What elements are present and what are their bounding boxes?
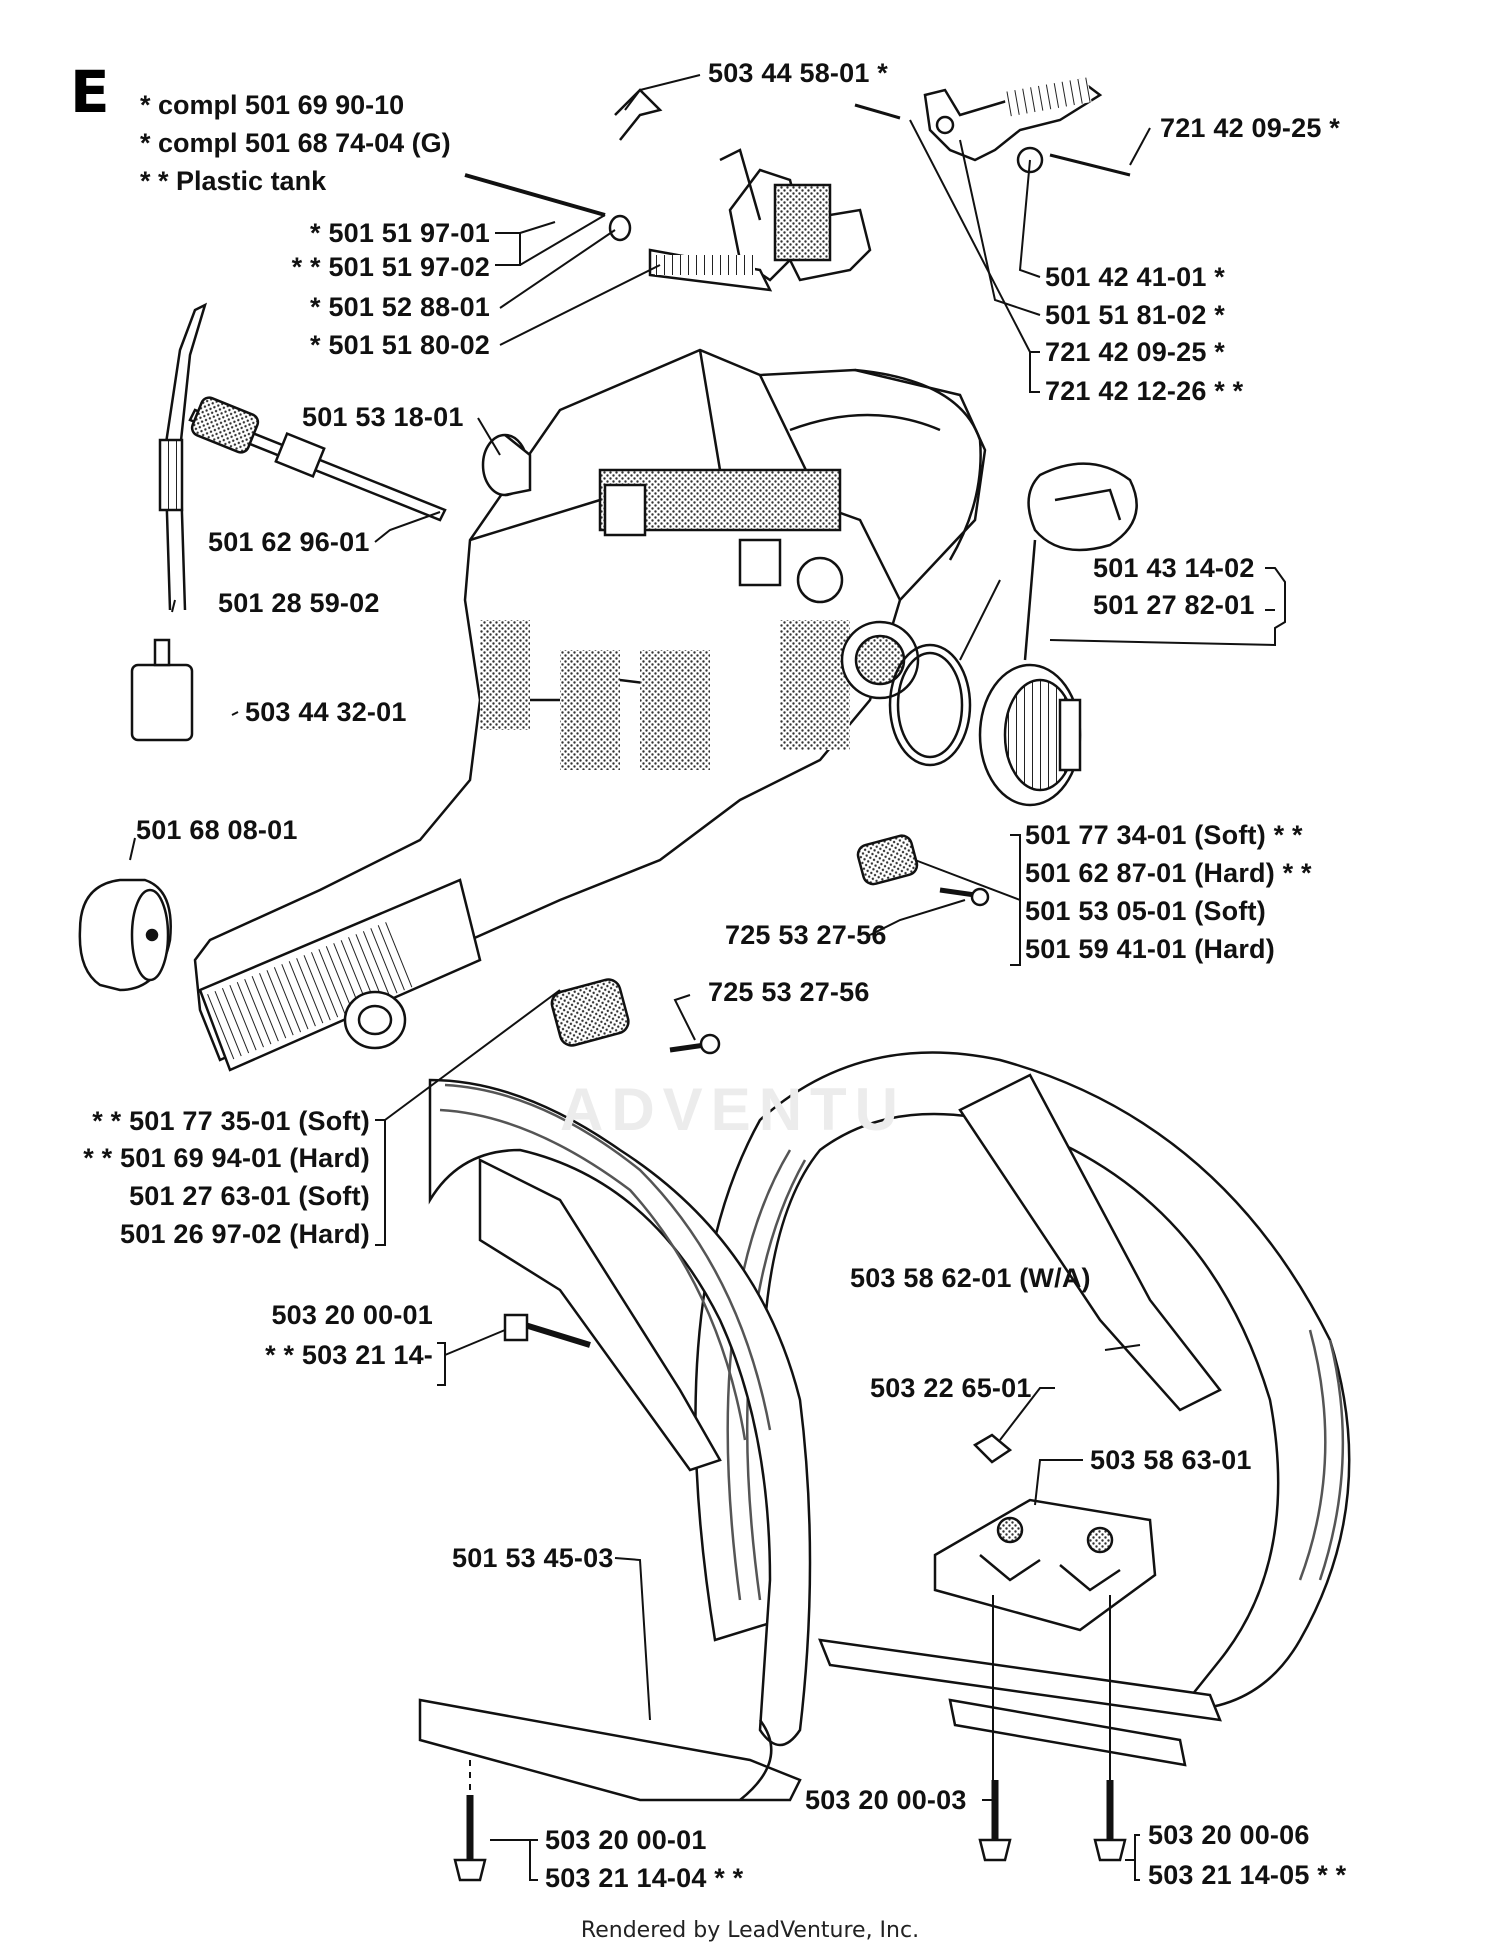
spring-top [614, 88, 663, 141]
screw-handle-left [503, 1313, 591, 1348]
part-label: * * 501 51 97-02 [291, 252, 490, 282]
part-label: 721 42 09-25 * [1160, 113, 1340, 143]
screw-bottom-left [453, 1795, 487, 1882]
part-label: 501 62 87-01 (Hard) * * [1025, 858, 1312, 888]
pin-shaft [464, 173, 606, 217]
fuel-filter [130, 638, 194, 742]
part-label: 503 21 14-04 * * [545, 1863, 744, 1893]
part-label: 503 58 63-01 [1090, 1445, 1252, 1475]
part-label: 501 53 05-01 (Soft) [1025, 896, 1266, 926]
part-label: 503 20 00-01 [545, 1825, 707, 1855]
part-label: 503 20 00-06 [1148, 1820, 1310, 1850]
watermark-text: ADVENTU [560, 1076, 907, 1143]
spring-small [608, 214, 632, 242]
square-nut [972, 1433, 1013, 1464]
bushing-left [78, 878, 172, 992]
part-label: * 501 51 97-01 [310, 218, 490, 248]
legend-line-2: * compl 501 68 74-04 (G) [140, 128, 451, 158]
fuel-tank-housing [193, 348, 987, 1072]
part-label: 501 51 81-02 * [1045, 300, 1225, 330]
footer-credit: Rendered by LeadVenture, Inc. [580, 1918, 920, 1943]
bushing-top [481, 433, 532, 497]
part-label: * * 501 77 35-01 (Soft) [92, 1106, 370, 1136]
part-label: 501 77 34-01 (Soft) * * [1025, 820, 1303, 850]
part-label: 503 44 32-01 [245, 697, 407, 727]
av-buffer-front [550, 978, 721, 1055]
part-label: 501 59 41-01 (Hard) [1025, 934, 1275, 964]
o-ring [888, 643, 972, 767]
legend: * compl 501 69 90-10 * compl 501 68 74-0… [140, 86, 451, 200]
part-label: 501 53 18-01 [302, 402, 464, 432]
part-label: 721 42 09-25 * [1045, 337, 1225, 367]
part-label: 501 28 59-02 [218, 588, 380, 618]
rear-handle [418, 1078, 812, 1802]
part-label: 503 58 62-01 (W/A) [850, 1263, 1091, 1293]
part-label: 503 20 00-03 [805, 1785, 967, 1815]
part-label: 501 27 82-01 [1093, 590, 1255, 620]
pin-right [1049, 153, 1131, 177]
legend-line-1: * compl 501 69 90-10 [140, 90, 405, 120]
part-label: 725 53 27-56 [725, 920, 887, 950]
part-label: 501 27 63-01 (Soft) [129, 1181, 370, 1211]
fuel-hose [158, 302, 208, 611]
fuel-pickup [188, 396, 447, 522]
legend-line-3: * * Plastic tank [140, 166, 327, 196]
tank-cap [978, 663, 1082, 807]
part-label: 503 20 00-01 [271, 1300, 433, 1330]
av-buffer-rear [856, 834, 990, 907]
cap-strap [1023, 462, 1138, 661]
part-label: 503 44 58-01 * [708, 58, 888, 88]
pin-top [854, 103, 901, 120]
part-label: 721 42 12-26 * * [1045, 376, 1244, 406]
part-label: 501 42 41-01 * [1045, 262, 1225, 292]
screw-bottom-mid [978, 1780, 1012, 1862]
part-label: 503 22 65-01 [870, 1373, 1032, 1403]
part-label: 501 43 14-02 [1093, 553, 1255, 583]
front-handlebar [694, 1051, 1351, 1767]
part-label: 501 62 96-01 [208, 527, 370, 557]
leader-lines [129, 74, 1286, 1881]
part-label: 501 26 97-02 (Hard) [120, 1219, 370, 1249]
section-letter: E [70, 58, 110, 126]
part-label: 725 53 27-56 [708, 977, 870, 1007]
part-label: * 501 51 80-02 [310, 330, 490, 360]
part-label: 501 53 45-03 [452, 1543, 614, 1573]
mount-bracket [933, 1498, 1157, 1632]
screw-bottom-right [1093, 1780, 1127, 1862]
throttle-lockout [923, 77, 1103, 174]
part-label: * * 503 21 14- [265, 1340, 433, 1370]
part-label: 503 21 14-05 * * [1148, 1860, 1347, 1890]
part-label: * 501 52 88-01 [310, 292, 490, 322]
throttle-trigger [648, 148, 872, 292]
part-label: 501 68 08-01 [136, 815, 298, 845]
part-label: * * 501 69 94-01 (Hard) [83, 1143, 370, 1173]
